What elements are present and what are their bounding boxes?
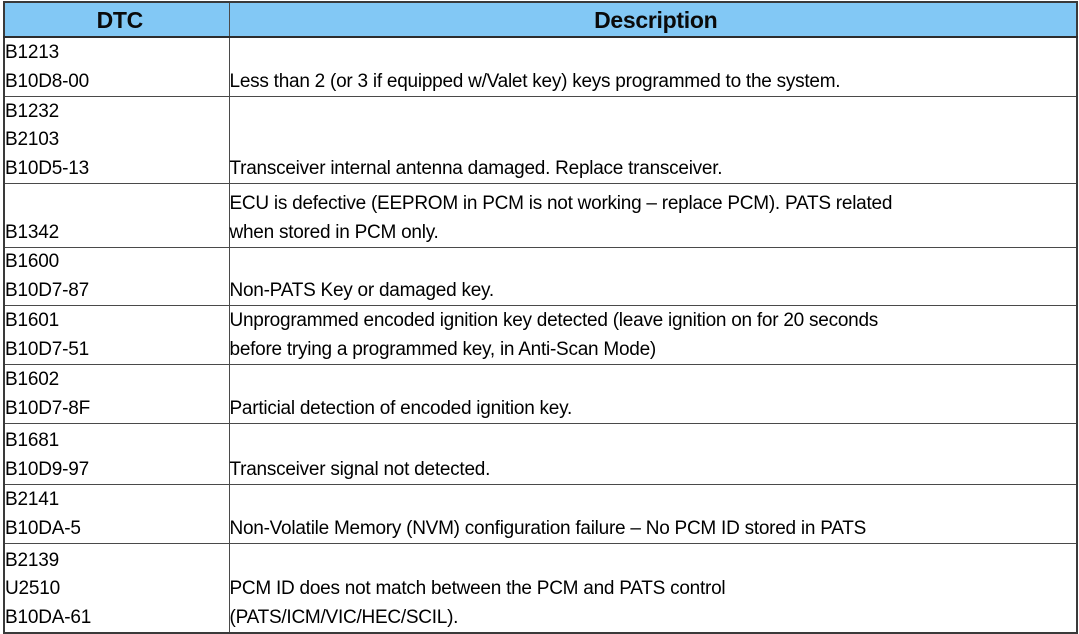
dtc-code-cell: B1342 [3,183,230,248]
description-cell: Particial detection of encoded ignition … [228,364,1078,424]
table-header-row: DTC Description [3,1,1078,38]
dtc-code: B1602 [5,369,59,390]
dtc-code: B10D7-51 [5,338,89,360]
table-header: DTC Description [3,1,1078,38]
dtc-code: B1601 [5,310,59,331]
dtc-code: B10D7-8F [5,397,90,419]
description-line: before trying a programmed key, in Anti-… [229,338,657,360]
description-cell: Less than 2 (or 3 if equipped w/Valet ke… [228,36,1078,97]
dtc-code: B1681 [5,430,59,451]
description-line: Particial detection of encoded ignition … [229,397,573,419]
dtc-code: B2141 [5,489,59,510]
table-row: B1342 ECU is defective (EEPROM in PCM is … [3,183,1078,248]
description-cell: Non-PATS Key or damaged key. [228,247,1078,306]
dtc-code: B10D9-97 [5,458,89,480]
description-line: Less than 2 (or 3 if equipped w/Valet ke… [229,70,841,92]
description-cell: Transceiver internal antenna damaged. Re… [228,96,1078,184]
description-line: Transceiver signal not detected. [229,458,491,480]
dtc-code: B1600 [5,251,59,272]
description-line: (PATS/ICM/VIC/HEC/SCIL). [229,606,459,628]
dtc-code: B10D8-00 [5,70,89,92]
dtc-code: B10DA-5 [5,517,81,539]
dtc-code: B1232 [5,100,59,122]
description-line: when stored in PCM only. [229,221,439,243]
description-line: Non-Volatile Memory (NVM) configuration … [229,517,867,539]
description-line: Unprogrammed encoded ignition key detect… [229,310,879,331]
description-line: Non-PATS Key or damaged key. [229,279,495,301]
dtc-code: B1213 [5,42,59,63]
column-header-dtc: DTC [3,1,230,38]
description-cell: Non-Volatile Memory (NVM) configuration … [228,484,1078,544]
description-cell: Transceiver signal not detected. [228,423,1078,485]
description-line: ECU is defective (EEPROM in PCM is not w… [229,193,893,214]
column-header-description-label: Description [594,6,718,33]
dtc-code: B10D5-13 [5,157,89,179]
column-header-description: Description [228,1,1078,38]
dtc-code: U2510 [5,578,60,599]
dtc-code: B10DA-61 [5,606,92,628]
dtc-code: B10D7-87 [5,279,89,301]
dtc-code: B2139 [5,549,59,571]
dtc-code: B2103 [5,129,59,150]
description-cell: PCM ID does not match between the PCM an… [228,543,1078,634]
description-cell: Unprogrammed encoded ignition key detect… [228,305,1078,365]
column-header-dtc-label: DTC [96,6,144,33]
dtc-code: B1342 [5,221,59,243]
description-cell: ECU is defective (EEPROM in PCM is not w… [228,183,1078,248]
description-line: PCM ID does not match between the PCM an… [229,578,726,599]
description-line: Transceiver internal antenna damaged. Re… [229,157,723,179]
